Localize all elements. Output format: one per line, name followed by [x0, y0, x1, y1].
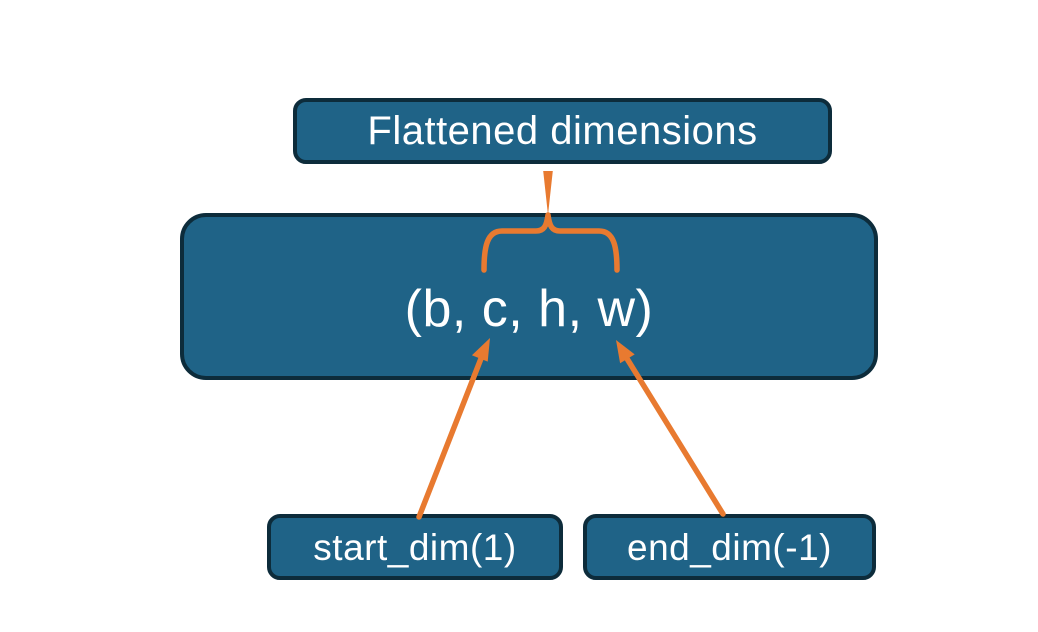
flattened-dimensions-box: Flattened dimensions: [293, 98, 832, 164]
tensor-shape-box: (b, c, h, w): [180, 213, 878, 380]
start-dim-arrow-line: [416, 353, 485, 520]
end-dim-label: end_dim(-1): [627, 526, 832, 568]
end-dim-box: end_dim(-1): [583, 514, 876, 580]
flattened-dimensions-label: Flattened dimensions: [367, 109, 758, 153]
start-dim-box: start_dim(1): [267, 514, 563, 580]
title-connector-line: [543, 171, 553, 215]
end-dim-arrow-line: [623, 354, 726, 517]
tensor-shape-label: (b, c, h, w): [404, 279, 654, 338]
start-dim-label: start_dim(1): [313, 526, 517, 568]
